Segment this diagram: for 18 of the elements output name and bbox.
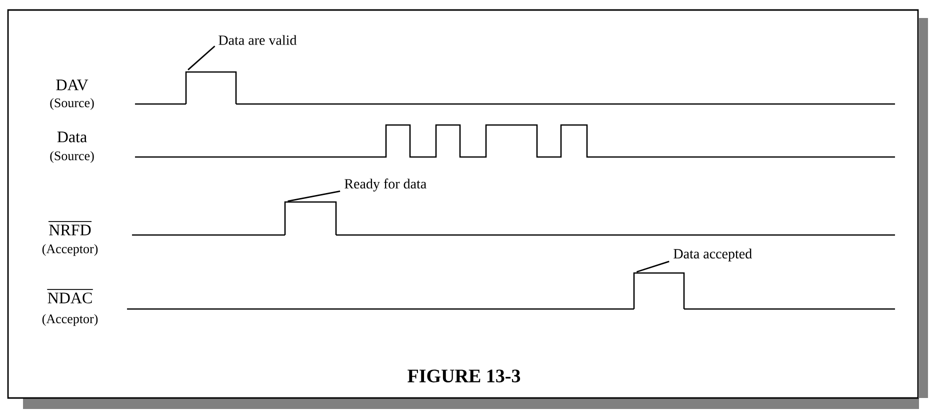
leader-line: [288, 190, 340, 202]
signal-name: Data: [57, 132, 87, 142]
leader-line: [188, 46, 216, 70]
signal-name: (Acceptor): [42, 314, 98, 326]
callout-text: Data accepted: [674, 248, 752, 262]
signal-name: (Source): [50, 98, 94, 110]
leader-line: [636, 260, 670, 273]
signal-name: (Acceptor): [42, 244, 98, 256]
signal-name: NDAC: [46, 289, 94, 304]
pulse: [185, 71, 237, 104]
signal-name: (Source): [50, 151, 94, 163]
signal-name: DAV: [56, 80, 88, 90]
callout-text: Ready for data: [344, 178, 426, 192]
signal-name: NRFD: [48, 221, 92, 236]
pulse: [633, 272, 685, 309]
pulse: [284, 201, 337, 235]
callout-text: Data are valid: [218, 35, 297, 45]
figure-caption: FIGURE 13-3: [408, 370, 520, 382]
